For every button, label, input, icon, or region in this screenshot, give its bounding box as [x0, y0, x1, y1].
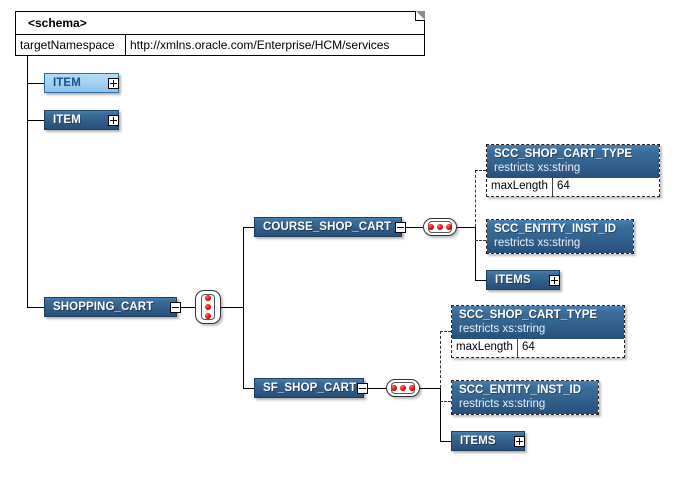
line-to-entity-inst-upper: [475, 240, 486, 241]
line-to-cart-type-lower: [440, 331, 451, 332]
node-items-lower[interactable]: ITEMS: [451, 431, 525, 451]
node-course-shop-cart[interactable]: COURSE_SHOP_CART: [254, 217, 402, 237]
expander-course-shop-cart[interactable]: [395, 222, 406, 233]
line-shopping-cart-to-choice: [181, 307, 195, 308]
expander-shopping-cart[interactable]: [170, 302, 181, 313]
compositor-dot: [437, 224, 443, 230]
line-to-cart-type-upper: [475, 170, 486, 171]
node-item-second[interactable]: ITEM: [44, 110, 119, 130]
compositor-dot: [391, 385, 397, 391]
expander-items-lower[interactable]: [514, 436, 525, 447]
line-to-items-lower: [440, 441, 451, 442]
typebox-name: SCC_SHOP_CART_TYPE: [459, 309, 598, 321]
line-lower-sequence-vertical: [440, 388, 441, 441]
typebox-header: SCC_ENTITY_INST_ID restricts xs:string: [487, 220, 633, 253]
compositor-sequence-sf[interactable]: [386, 379, 420, 397]
typebox-scc-entity-inst-id-lower[interactable]: SCC_ENTITY_INST_ID restricts xs:string: [451, 380, 599, 415]
line-to-sf-shop-cart: [243, 388, 254, 389]
node-items-lower-label: ITEMS: [460, 435, 496, 447]
typebox-header: SCC_ENTITY_INST_ID restricts xs:string: [452, 381, 598, 414]
compositor-dot: [446, 224, 452, 230]
typebox-header: SCC_SHOP_CART_TYPE restricts xs:string: [452, 306, 624, 339]
compositor-dot: [409, 385, 415, 391]
line-course-to-sequence: [406, 227, 423, 228]
node-item-top[interactable]: ITEM: [44, 73, 119, 93]
typebox-restriction: restricts xs:string: [494, 237, 581, 249]
target-namespace-value: http://xmlns.oracle.com/Enterprise/HCM/s…: [130, 38, 390, 52]
typebox-scc-entity-inst-id-upper[interactable]: SCC_ENTITY_INST_ID restricts xs:string: [486, 219, 634, 254]
target-namespace-label: targetNamespace: [16, 35, 126, 56]
expander-sf-shop-cart[interactable]: [357, 383, 368, 394]
schema-root-box[interactable]: <schema> targetNamespace http://xmlns.or…: [15, 11, 425, 56]
node-shopping-cart-label: SHOPPING_CART: [53, 301, 154, 313]
compositor-dots: [205, 295, 211, 319]
compositor-dot: [205, 313, 211, 319]
compositor-dot: [205, 304, 211, 310]
schema-attribute-row: targetNamespace http://xmlns.oracle.com/…: [16, 35, 424, 56]
line-lower-sequence-vertical-dashed: [440, 331, 441, 388]
branch-line-shopping-cart: [27, 307, 44, 308]
facet-name: maxLength: [452, 339, 518, 357]
typebox-facet-row: maxLength 64: [452, 339, 624, 357]
typebox-scc-shop-cart-type-upper[interactable]: SCC_SHOP_CART_TYPE restricts xs:string m…: [486, 144, 660, 197]
node-sf-shop-cart-label: SF_SHOP_CART: [263, 382, 357, 394]
node-shopping-cart[interactable]: SHOPPING_CART: [44, 297, 177, 317]
typebox-name: SCC_ENTITY_INST_ID: [459, 384, 582, 396]
typebox-name: SCC_SHOP_CART_TYPE: [494, 148, 633, 160]
typebox-scc-shop-cart-type-lower[interactable]: SCC_SHOP_CART_TYPE restricts xs:string m…: [451, 305, 625, 358]
line-upper-sequence-vertical-dashed: [475, 170, 476, 227]
line-upper-sequence-vertical: [475, 227, 476, 280]
typebox-restriction: restricts xs:string: [494, 162, 581, 174]
line-lower-sequence-stub: [420, 388, 440, 389]
expander-items-upper[interactable]: [549, 275, 560, 286]
compositor-choice-shopping-cart[interactable]: [195, 290, 221, 324]
facet-value: 64: [557, 180, 570, 192]
line-to-items-upper: [475, 280, 486, 281]
line-to-course-shop-cart: [243, 227, 254, 228]
branch-line-item-top: [27, 83, 44, 84]
facet-value: 64: [522, 341, 535, 353]
typebox-facet-row: maxLength 64: [487, 178, 659, 196]
line-choice-stub: [221, 307, 243, 308]
expander-item-top[interactable]: [108, 78, 119, 89]
typebox-name: SCC_ENTITY_INST_ID: [494, 223, 617, 235]
branch-line-item-second: [27, 120, 44, 121]
compositor-dot: [400, 385, 406, 391]
typebox-restriction: restricts xs:string: [459, 398, 546, 410]
line-choice-vertical: [243, 227, 244, 388]
schema-title: <schema>: [16, 12, 424, 35]
node-sf-shop-cart[interactable]: SF_SHOP_CART: [254, 378, 364, 398]
line-to-entity-inst-lower: [440, 401, 451, 402]
typebox-header: SCC_SHOP_CART_TYPE restricts xs:string: [487, 145, 659, 178]
node-items-upper-label: ITEMS: [495, 274, 531, 286]
compositor-dot: [205, 295, 211, 301]
typebox-restriction: restricts xs:string: [459, 323, 546, 335]
page-fold-icon: [415, 11, 425, 21]
node-course-shop-cart-label: COURSE_SHOP_CART: [263, 221, 392, 233]
facet-name: maxLength: [487, 178, 553, 196]
compositor-sequence-course[interactable]: [423, 218, 457, 236]
node-item-second-label: ITEM: [53, 114, 81, 126]
line-upper-sequence-stub: [457, 227, 475, 228]
expander-item-second[interactable]: [108, 115, 119, 126]
compositor-dots: [428, 224, 452, 230]
trunk-vertical-line: [27, 56, 28, 307]
node-item-top-label: ITEM: [53, 77, 81, 89]
compositor-dot: [428, 224, 434, 230]
compositor-dots: [391, 385, 415, 391]
line-sf-to-sequence: [368, 388, 386, 389]
